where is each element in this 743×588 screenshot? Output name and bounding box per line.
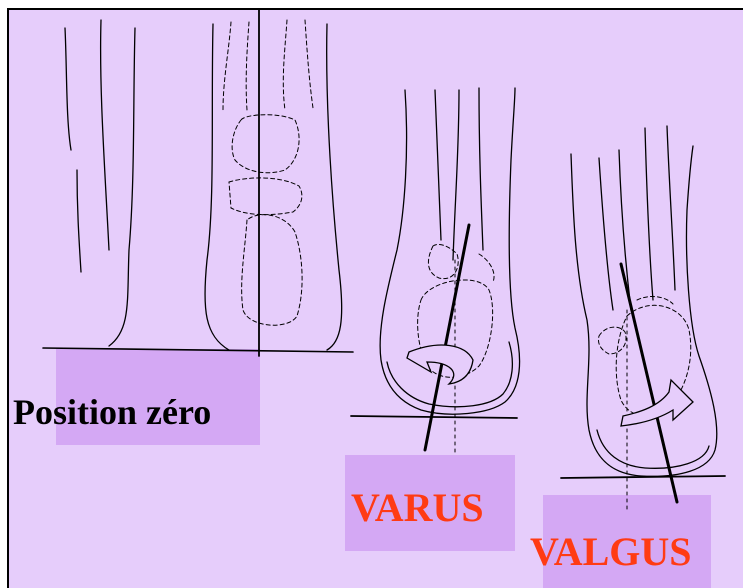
foot-valgus [561,126,725,510]
label-valgus: VALGUS [530,532,692,572]
label-varus: VARUS [351,488,484,528]
foot-zero-side [65,20,135,346]
label-position-zero: Position zéro [13,394,211,430]
foot-varus [351,88,520,455]
diagram-frame: Position zéro VARUS VALGUS [7,8,743,588]
foot-zero-rear [43,10,353,356]
